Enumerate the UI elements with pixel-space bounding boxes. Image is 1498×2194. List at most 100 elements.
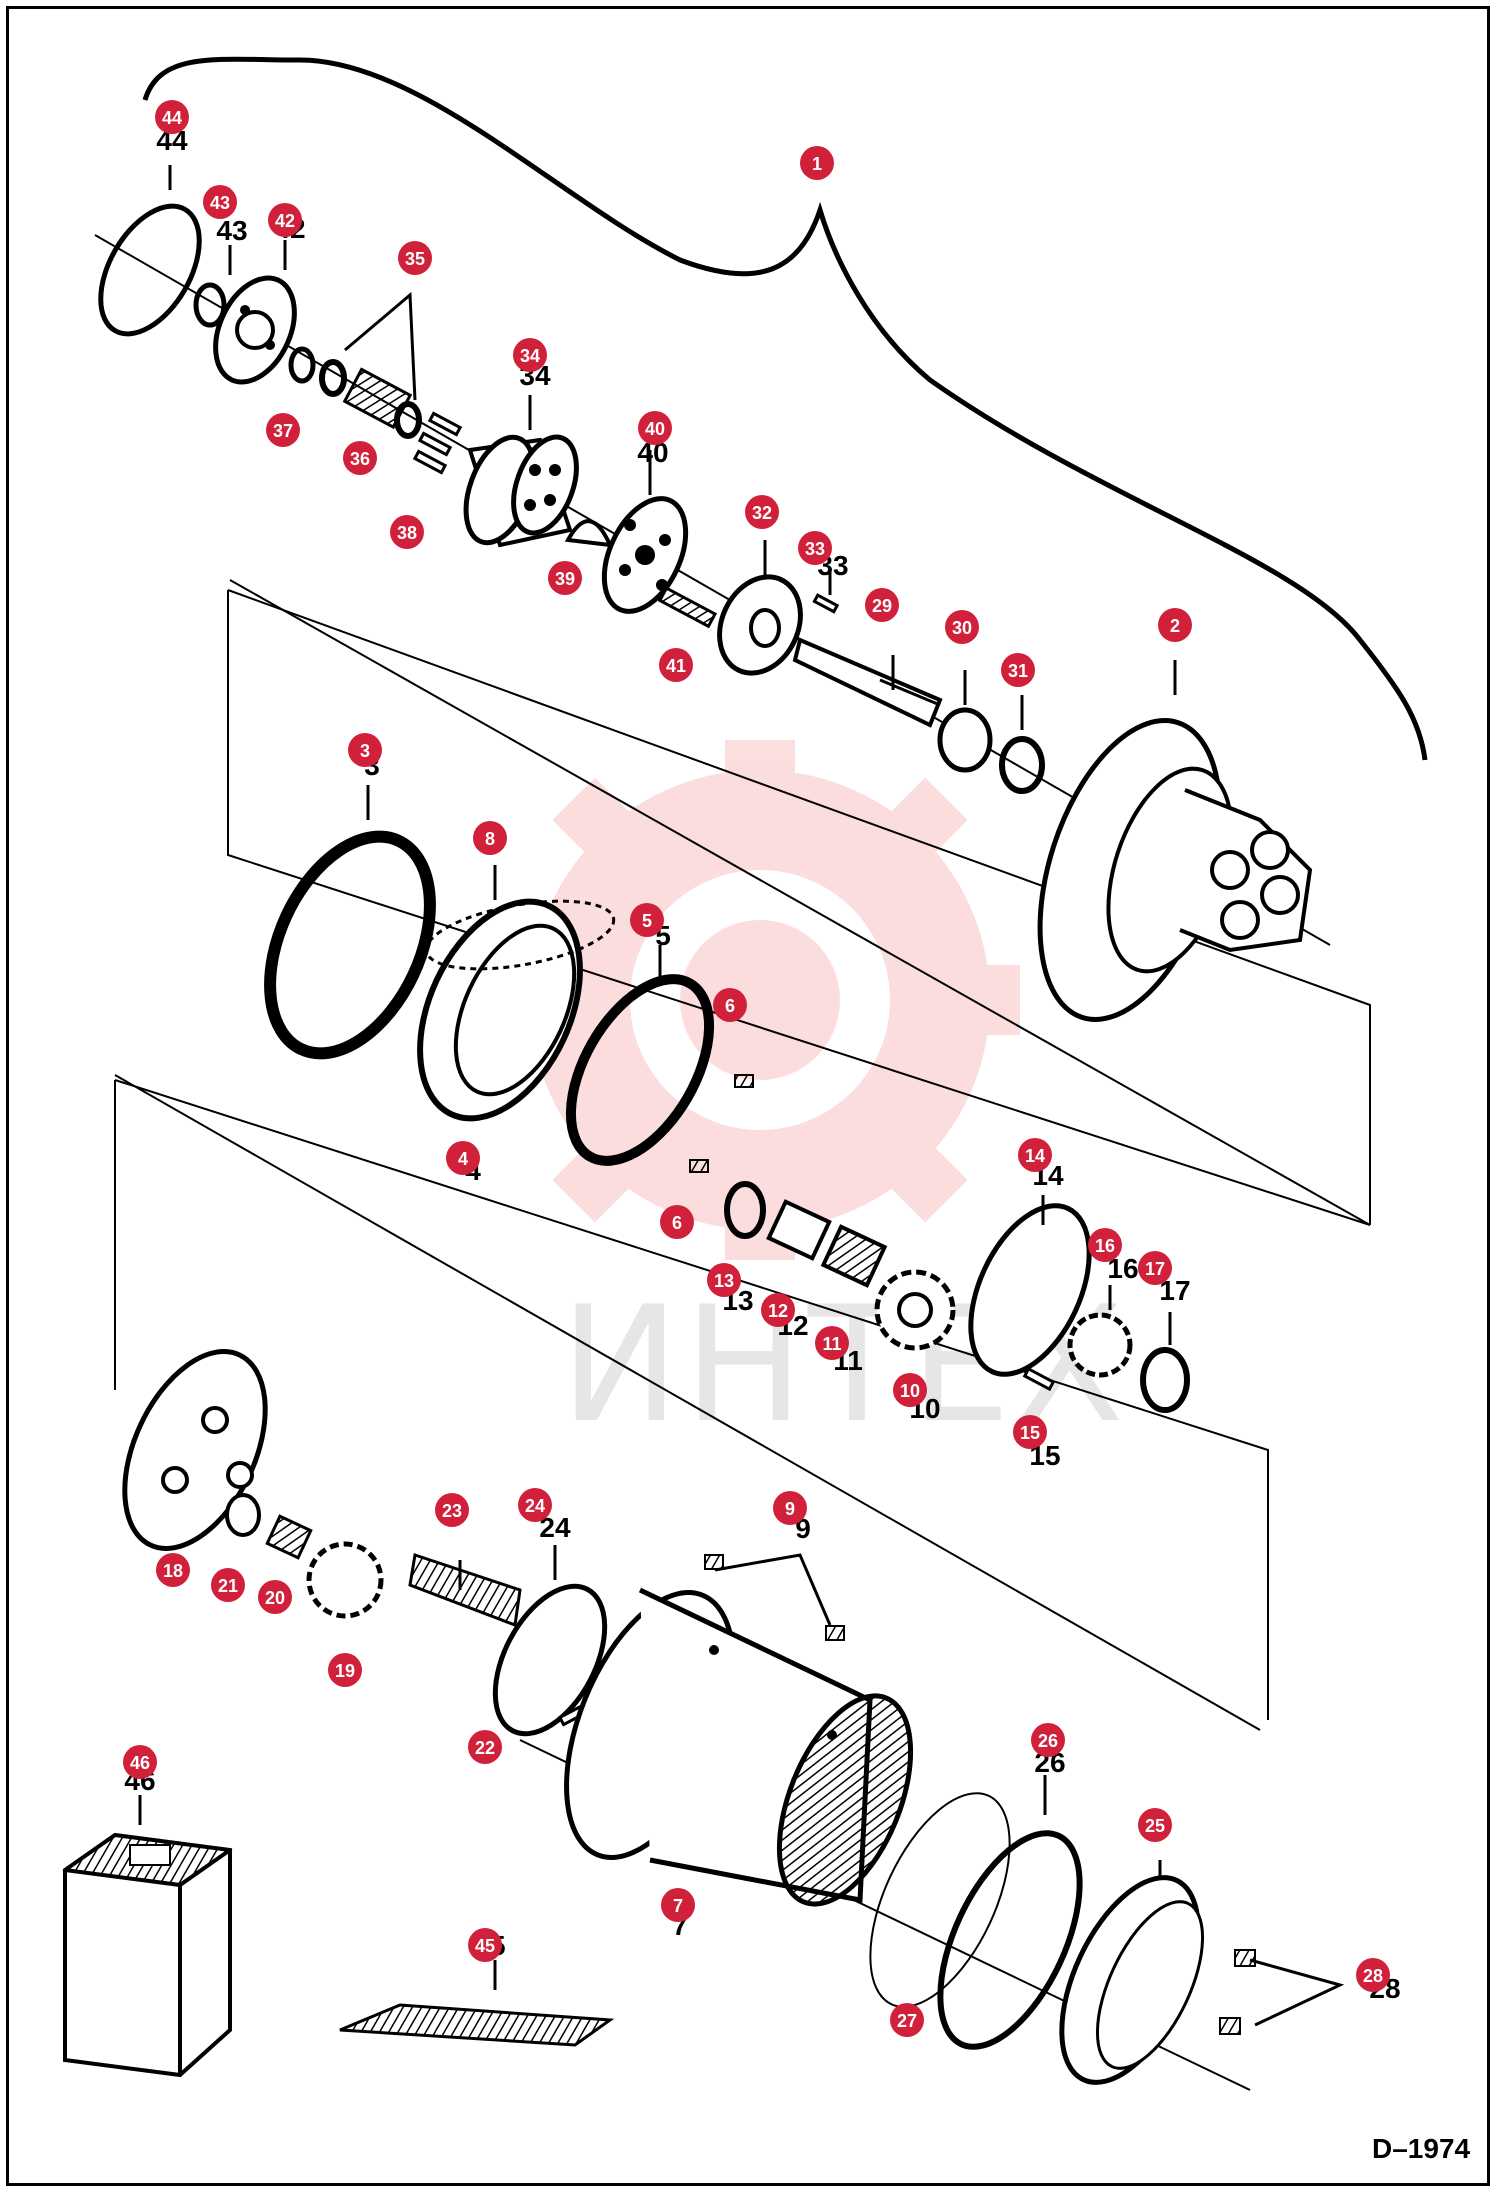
part-18-carrier xyxy=(122,1349,268,1551)
part-5-nut xyxy=(565,974,715,1166)
callout-19: 19 xyxy=(328,1653,362,1687)
part-3-seal-ring xyxy=(264,830,436,1060)
drawing-id: D–1974 xyxy=(1372,2133,1471,2164)
callout-circle xyxy=(1158,608,1192,642)
callout-label: 24 xyxy=(525,1496,545,1516)
callout-circle xyxy=(945,610,979,644)
part-7-ring-gear-hub xyxy=(564,1587,914,1907)
diagram-frame xyxy=(6,6,1490,2186)
callout-circle xyxy=(1001,653,1035,687)
part-30-bearing xyxy=(937,707,993,773)
callout-label: 5 xyxy=(642,911,652,931)
callout-8: 8 xyxy=(473,821,507,855)
callout-circle xyxy=(713,988,747,1022)
callout-label: 6 xyxy=(725,996,735,1016)
callout-circle xyxy=(473,821,507,855)
callout-46: 46 xyxy=(123,1745,157,1779)
callout-circle xyxy=(156,1553,190,1587)
callout-circle xyxy=(660,1205,694,1239)
callout-2: 2 xyxy=(1158,608,1192,642)
callout-label: 30 xyxy=(952,618,972,638)
part-32-swashplate xyxy=(717,574,803,676)
svg-text:43: 43 xyxy=(216,215,247,246)
part-28-plug-a xyxy=(1234,1949,1256,1967)
callout-15: 15 xyxy=(1013,1415,1047,1449)
callout-circle xyxy=(266,413,300,447)
part-45-gasket-sheet xyxy=(339,2003,615,2047)
callout-16: 16 xyxy=(1088,1228,1122,1262)
callout-45: 45 xyxy=(468,1928,502,1962)
callout-37: 37 xyxy=(266,413,300,447)
callout-circle xyxy=(348,733,382,767)
callout-9: 9 xyxy=(773,1491,807,1525)
part-14-plate xyxy=(968,1203,1092,1377)
callout-25: 25 xyxy=(1138,1808,1172,1842)
part-34-cylinder-block xyxy=(463,434,579,548)
callout-label: 4 xyxy=(458,1149,468,1169)
callout-circle xyxy=(745,495,779,529)
callout-12: 12 xyxy=(761,1293,795,1327)
part-6-screw-b xyxy=(689,1159,709,1173)
callout-circle xyxy=(343,441,377,475)
callout-26: 26 xyxy=(1031,1723,1065,1757)
callout-label: 33 xyxy=(805,539,825,559)
part-40-retainer-plate xyxy=(601,496,689,614)
callout-circle xyxy=(155,100,189,134)
callout-label: 19 xyxy=(335,1661,355,1681)
callout-10: 10 xyxy=(893,1373,927,1407)
callout-circle xyxy=(798,531,832,565)
callout-circle xyxy=(435,1493,469,1527)
part-9-plug-b xyxy=(825,1625,845,1641)
callout-circle xyxy=(761,1293,795,1327)
callout-circle xyxy=(893,1373,927,1407)
callout-21: 21 xyxy=(211,1568,245,1602)
callout-24: 24 xyxy=(518,1488,552,1522)
callout-label: 45 xyxy=(475,1936,495,1956)
callout-circle xyxy=(211,1568,245,1602)
callout-label: 38 xyxy=(397,523,417,543)
callout-circle xyxy=(1088,1228,1122,1262)
part-29-shaft xyxy=(792,637,943,728)
assembly-brace xyxy=(142,56,1428,761)
callout-circle xyxy=(468,1730,502,1764)
part-42-plate xyxy=(213,275,297,385)
callout-label: 32 xyxy=(752,503,772,523)
callout-label: 40 xyxy=(645,419,665,439)
callout-28: 28 xyxy=(1356,1958,1390,1992)
callout-label: 1 xyxy=(812,154,822,174)
callout-label: 21 xyxy=(218,1576,238,1596)
callout-circle xyxy=(268,203,302,237)
callout-circle xyxy=(258,1580,292,1614)
part-31-ring xyxy=(999,736,1045,794)
callout-label: 25 xyxy=(1145,1816,1165,1836)
callout-label: 14 xyxy=(1025,1146,1045,1166)
part-10-gear xyxy=(874,1269,956,1351)
callout-23: 23 xyxy=(435,1493,469,1527)
callout-circle xyxy=(1356,1958,1390,1992)
callout-circle xyxy=(398,241,432,275)
part-24-thrust-plate xyxy=(492,1583,608,1737)
part-25-cover xyxy=(1059,1875,1205,2085)
callout-circle xyxy=(1031,1723,1065,1757)
callout-29: 29 xyxy=(865,588,899,622)
callout-label: 42 xyxy=(275,211,295,231)
part-28-plug-b xyxy=(1219,2017,1241,2035)
part-9-plug-a xyxy=(704,1554,724,1570)
callout-circle xyxy=(659,648,693,682)
part-35-ring-b xyxy=(394,401,422,439)
part-26-oring xyxy=(937,1830,1083,2050)
callout-label: 34 xyxy=(520,346,540,366)
callout-label: 44 xyxy=(162,108,182,128)
part-33-pin xyxy=(812,593,840,614)
callout-31: 31 xyxy=(1001,653,1035,687)
part-2-motor-housing xyxy=(1037,718,1313,1022)
callout-label: 23 xyxy=(442,1501,462,1521)
callout-label: 36 xyxy=(350,449,370,469)
callout-label: 16 xyxy=(1095,1236,1115,1256)
callout-circle xyxy=(446,1141,480,1175)
callout-11: 11 xyxy=(815,1326,849,1360)
callout-label: 6 xyxy=(672,1213,682,1233)
part-4-bearing-race xyxy=(417,898,583,1122)
